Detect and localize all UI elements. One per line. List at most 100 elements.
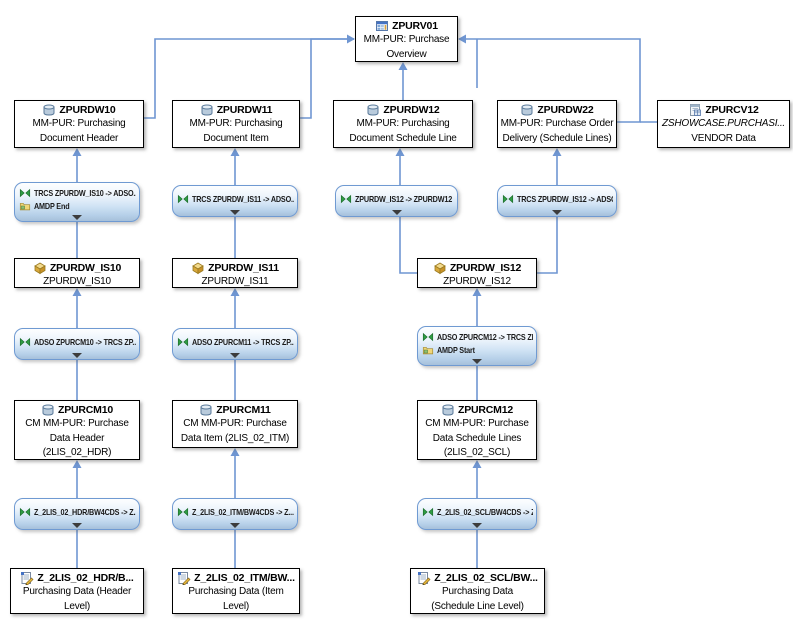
transformation-icon xyxy=(19,336,31,348)
node-header: ZPURCM10 xyxy=(15,402,139,417)
transform-row: ADSO ZPURCM10 -> TRCS ZP... xyxy=(19,335,136,348)
node-datasource-hdr[interactable]: Z_2LIS_02_HDR/B... Purchasing Data (Head… xyxy=(10,568,144,614)
node-header: Z_2LIS_02_ITM/BW... xyxy=(173,570,299,585)
transform-row: AMDP End xyxy=(19,199,136,212)
node-desc: MM-PUR: Purchase Order xyxy=(500,118,614,129)
chevron-down-icon[interactable] xyxy=(230,210,240,215)
chevron-down-icon[interactable] xyxy=(72,353,82,358)
chevron-down-icon[interactable] xyxy=(472,523,482,528)
composite-provider-icon xyxy=(375,19,389,33)
node-zpurdw12[interactable]: ZPURDW12 MM-PUR: Purchasing Document Sch… xyxy=(333,100,473,148)
transformation-icon xyxy=(19,506,31,518)
chevron-down-icon[interactable] xyxy=(72,523,82,528)
adso-cylinder-icon xyxy=(41,403,55,417)
node-zpurdw11[interactable]: ZPURDW11 MM-PUR: Purchasing Document Ite… xyxy=(172,100,300,148)
adso-cylinder-icon xyxy=(520,103,534,117)
chevron-down-icon[interactable] xyxy=(230,523,240,528)
datasource-pencil-icon xyxy=(20,571,34,585)
transformation-zpurdw-is12-zpurdw12[interactable]: ZPURDW_IS12 -> ZPURDW12 xyxy=(335,185,458,217)
node-desc: Level) xyxy=(63,600,91,612)
transformation-trcs-zpurdw-is10-adso[interactable]: TRCS ZPURDW_IS10 -> ADSO... AMDP End xyxy=(14,182,140,222)
node-desc: Level) xyxy=(222,600,250,612)
node-id: ZPURDW_IS10 xyxy=(49,261,122,274)
transform-row: Z_2LIS_02_HDR/BW4CDS -> Z... xyxy=(19,505,136,518)
transformation-adso-zpurcm12-trcs[interactable]: ADSO ZPURCM12 -> TRCS ZP... AMDP Start xyxy=(417,326,537,366)
node-desc: VENDOR Data xyxy=(691,132,756,144)
node-header: ZPURDW_IS12 xyxy=(418,260,536,275)
node-id: ZPURCV12 xyxy=(705,103,759,116)
transformation-icon xyxy=(177,193,189,205)
node-header: Z_2LIS_02_HDR/B... xyxy=(11,570,143,585)
node-datasource-scl[interactable]: Z_2LIS_02_SCL/BW... Purchasing Data (Sch… xyxy=(410,568,545,614)
chevron-down-icon[interactable] xyxy=(391,210,402,215)
transformation-trcs-zpurdw-is12-adso[interactable]: TRCS ZPURDW_IS12 -> ADSO... xyxy=(497,185,617,217)
node-zpurcv12[interactable]: ZPURCV12 ZSHOWCASE.PURCHASI... VENDOR Da… xyxy=(657,100,790,148)
chevron-down-icon[interactable] xyxy=(472,359,482,364)
node-zpurcm11[interactable]: ZPURCM11 CM MM-PUR: Purchase Data Item (… xyxy=(172,400,298,448)
node-header: ZPURCV12 xyxy=(658,102,789,117)
node-header: ZPURCM12 xyxy=(418,402,536,417)
node-desc: MM-PUR: Purchasing xyxy=(32,118,126,129)
transform-label: TRCS ZPURDW_IS11 -> ADSO... xyxy=(192,193,294,204)
transform-label: ADSO ZPURCM10 -> TRCS ZP... xyxy=(34,336,136,347)
transformation-adso-zpurcm10-trcs[interactable]: ADSO ZPURCM10 -> TRCS ZP... xyxy=(14,328,140,360)
transformation-z-2lis-02-hdr-bw4cds[interactable]: Z_2LIS_02_HDR/BW4CDS -> Z... xyxy=(14,498,140,530)
infosource-box-icon xyxy=(433,261,447,275)
node-zpurcm10[interactable]: ZPURCM10 CM MM-PUR: Purchase Data Header… xyxy=(14,400,140,460)
node-desc: Data Schedule Lines xyxy=(432,432,522,444)
amdp-folder-icon xyxy=(19,200,31,212)
transform-row: AMDP Start xyxy=(422,343,533,356)
transformation-adso-zpurcm11-trcs[interactable]: ADSO ZPURCM11 -> TRCS ZP... xyxy=(172,328,298,360)
node-id: ZPURDW22 xyxy=(537,103,594,116)
node-desc: MM-PUR: Purchase xyxy=(363,34,450,45)
node-desc: Purchasing Data xyxy=(442,586,513,597)
amdp-folder-icon xyxy=(422,344,434,356)
node-id: ZPURV01 xyxy=(392,19,438,32)
node-id: ZPURCM10 xyxy=(58,403,113,416)
node-datasource-itm[interactable]: Z_2LIS_02_ITM/BW... Purchasing Data (Ite… xyxy=(172,568,300,614)
node-desc: MM-PUR: Purchasing xyxy=(356,118,450,129)
transformation-z-2lis-02-scl-bw4cds[interactable]: Z_2LIS_02_SCL/BW4CDS -> Z... xyxy=(417,498,537,530)
node-id: Z_2LIS_02_HDR/B... xyxy=(37,571,134,584)
datasource-pencil-icon xyxy=(177,571,191,585)
node-desc: Data Item (2LIS_02_ITM) xyxy=(180,432,290,444)
node-header: ZPURCM11 xyxy=(173,402,297,417)
infosource-box-icon xyxy=(33,261,47,275)
transformation-trcs-zpurdw-is11-adso[interactable]: TRCS ZPURDW_IS11 -> ADSO... xyxy=(172,185,298,217)
node-desc: CM MM-PUR: Purchase xyxy=(183,418,287,429)
node-zpurdw-is10[interactable]: ZPURDW_IS10 ZPURDW_IS10 xyxy=(14,258,140,288)
connector-arrowheads xyxy=(72,34,562,468)
node-zpurdw10[interactable]: ZPURDW10 MM-PUR: Purchasing Document Hea… xyxy=(14,100,144,148)
transform-row: TRCS ZPURDW_IS12 -> ADSO... xyxy=(502,192,613,205)
node-zpurdw-is12[interactable]: ZPURDW_IS12 ZPURDW_IS12 xyxy=(417,258,537,288)
chevron-down-icon[interactable] xyxy=(230,353,240,358)
node-id: ZPURDW11 xyxy=(216,103,273,116)
node-desc: Document Header xyxy=(39,132,119,144)
transform-label: ADSO ZPURCM11 -> TRCS ZP... xyxy=(192,336,294,347)
transform-label: Z_2LIS_02_SCL/BW4CDS -> Z... xyxy=(437,506,533,517)
transform-label: AMDP End xyxy=(34,200,70,211)
node-desc: ZPURDW_IS11 xyxy=(201,276,269,287)
node-header: ZPURDW12 xyxy=(334,102,472,117)
transform-row: ZPURDW_IS12 -> ZPURDW12 xyxy=(340,192,454,205)
node-zpurv01[interactable]: ZPURV01 MM-PUR: Purchase Overview xyxy=(355,16,458,62)
chevron-down-icon[interactable] xyxy=(552,210,562,215)
transformation-icon xyxy=(177,336,189,348)
node-zpurdw-is11[interactable]: ZPURDW_IS11 ZPURDW_IS11 xyxy=(172,258,298,288)
transformation-icon xyxy=(340,193,352,205)
node-zpurcm12[interactable]: ZPURCM12 CM MM-PUR: Purchase Data Schedu… xyxy=(417,400,537,460)
transformation-z-2lis-02-itm-bw4cds[interactable]: Z_2LIS_02_ITM/BW4CDS -> Z... xyxy=(172,498,298,530)
adso-cylinder-icon xyxy=(42,103,56,117)
node-id: ZPURCM12 xyxy=(458,403,513,416)
transformation-icon xyxy=(422,331,434,343)
chevron-down-icon[interactable] xyxy=(72,215,82,220)
adso-cylinder-icon xyxy=(441,403,455,417)
node-desc: Data Header xyxy=(49,432,105,444)
transform-label: Z_2LIS_02_ITM/BW4CDS -> Z... xyxy=(192,506,294,517)
node-desc: Document Item xyxy=(203,132,269,144)
transform-label: ZPURDW_IS12 -> ZPURDW12 xyxy=(355,193,453,204)
node-zpurdw22[interactable]: ZPURDW22 MM-PUR: Purchase Order Delivery… xyxy=(497,100,617,148)
node-header: ZPURDW_IS11 xyxy=(173,260,297,275)
